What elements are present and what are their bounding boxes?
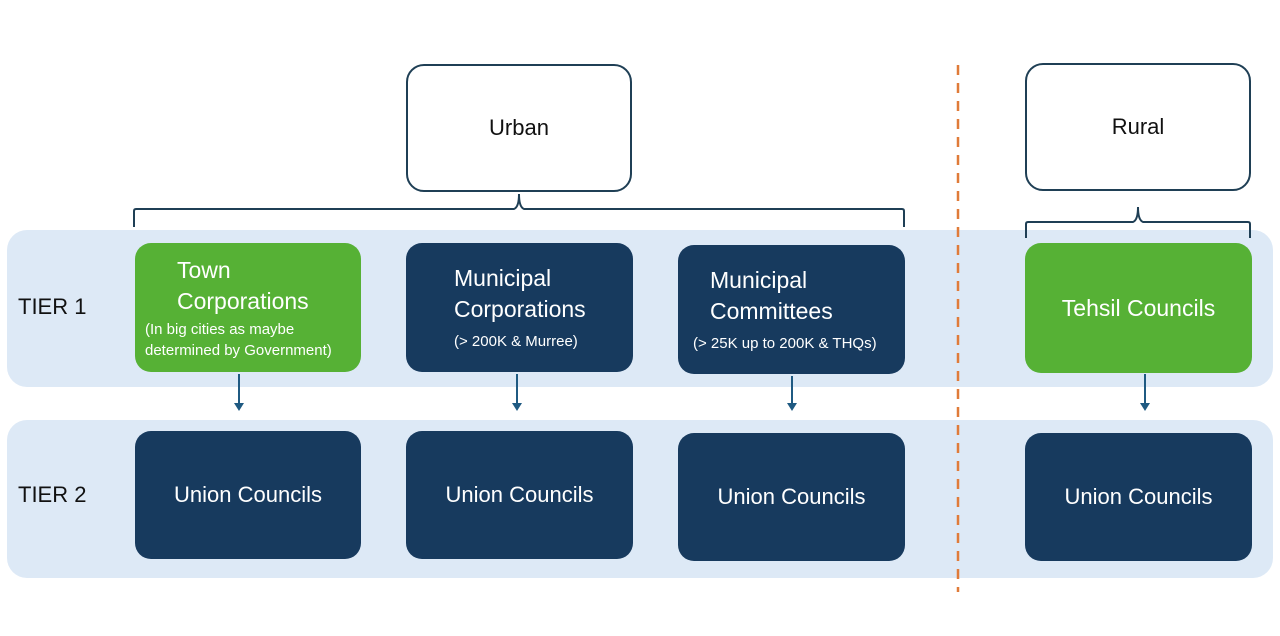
union-councils-node-3: Union Councils (678, 433, 905, 561)
urban-bracket (133, 193, 905, 227)
municipal-committees-subtitle: (> 25K up to 200K & THQs) (693, 335, 877, 352)
municipal-corporations-title-2: Corporations (454, 296, 586, 322)
municipal-corporations-node: Municipal Corporations (> 200K & Murree) (406, 243, 633, 372)
town-corporations-node: Town Corporations (In big cities as mayb… (135, 243, 361, 372)
urban-box: Urban (406, 64, 632, 192)
tier-1-label: TIER 1 (18, 294, 87, 319)
town-corporations-title-1: Town (177, 256, 231, 283)
arrow-town-to-uc (234, 374, 244, 411)
tehsil-councils-title: Tehsil Councils (1061, 294, 1216, 321)
union-councils-node-2: Union Councils (406, 431, 633, 559)
municipal-committees-node: Municipal Committees (> 25K up to 200K &… (678, 245, 905, 374)
arrow-tehsil-to-uc (1140, 374, 1150, 411)
town-corporations-subtitle-1: (In big cities as maybe (145, 320, 295, 338)
town-corporations-subtitle-2: determined by Government) (145, 341, 332, 359)
municipal-committees-title-1: Municipal (710, 267, 808, 293)
arrow-mcorp-to-uc (512, 374, 522, 411)
union-councils-node-1: Union Councils (135, 431, 361, 559)
union-councils-node-4: Union Councils (1025, 433, 1252, 561)
municipal-corporations-title-1: Municipal (454, 265, 552, 291)
rural-bracket (1025, 206, 1251, 238)
municipal-corporations-subtitle: (> 200K & Murree) (454, 333, 578, 350)
municipal-committees-title-2: Committees (710, 298, 833, 324)
town-corporations-title-2: Corporations (177, 287, 309, 314)
tehsil-councils-node: Tehsil Councils (1025, 243, 1252, 373)
arrow-mcomm-to-uc (787, 376, 797, 411)
rural-box: Rural (1025, 63, 1251, 191)
tier-2-label: TIER 2 (18, 482, 87, 507)
